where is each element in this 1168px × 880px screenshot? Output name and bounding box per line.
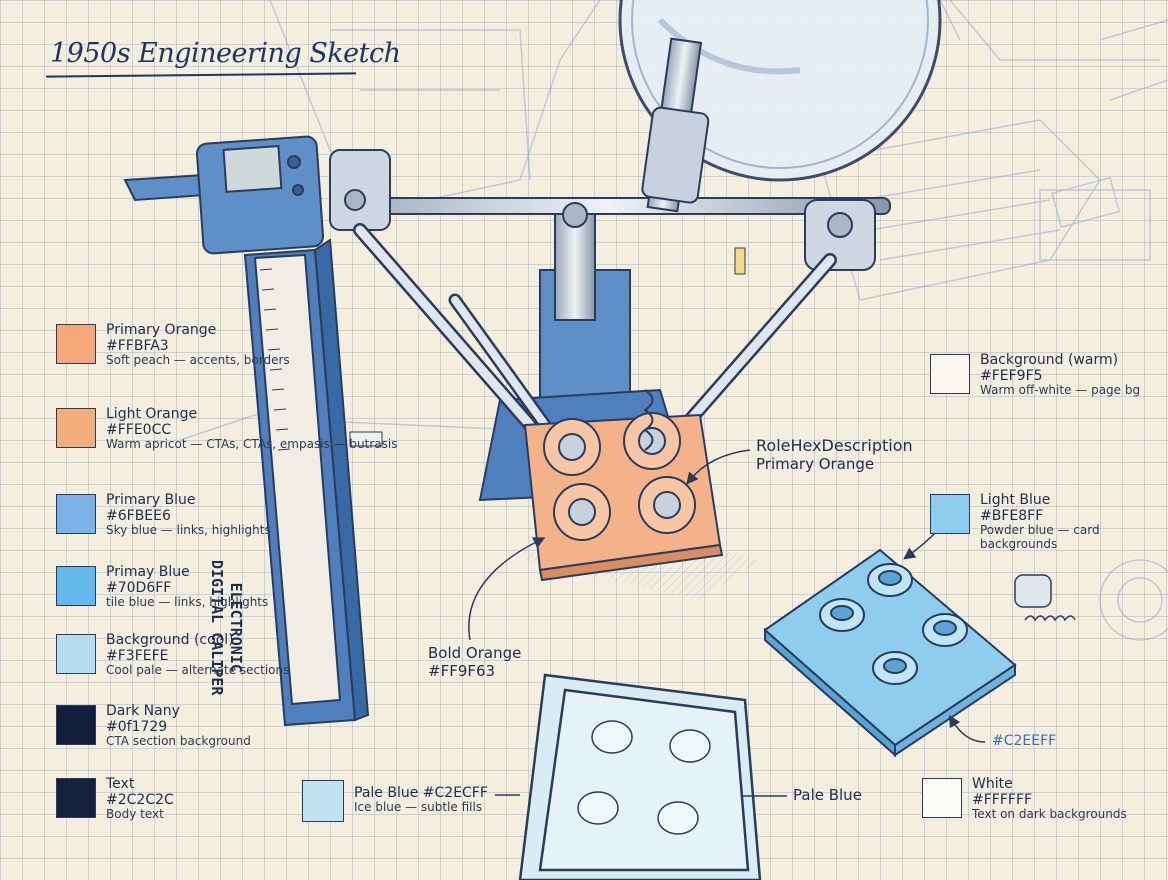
color-chip [56, 778, 96, 818]
color-chip [56, 634, 96, 674]
swatch-hex: #70D6FF [106, 580, 172, 597]
swatch-description: Warm apricot — CTAs, CTAs, empasis — but… [106, 437, 398, 452]
color-chip [56, 566, 96, 606]
swatch-hex: #FFFFFF [972, 792, 1033, 809]
swatch-hex: #FFBFA3 [106, 338, 169, 355]
swatch-description: Text on dark backgrounds [972, 807, 1127, 822]
blue-plate [763, 548, 1017, 758]
swatch-description: Body text [106, 807, 164, 822]
blue-plate-hex-annotation: #C2EEFF [992, 733, 1057, 749]
swatch-hex: #BFE8FF [980, 508, 1044, 525]
swatch-name: Light Blue [980, 492, 1051, 508]
bold-orange-hex: #FF9F63 [428, 662, 496, 680]
swatch-name: Light Orange [106, 406, 198, 422]
color-chip [56, 494, 96, 534]
swatch-description: Warm off-white — page bg [980, 383, 1141, 398]
swatch-name: Background (cool) [106, 632, 234, 648]
swatch-name: White [972, 776, 1013, 792]
bold-orange-annotation: Bold Orange #FF9F63 [428, 644, 521, 680]
swatch-name: Primary Orange [106, 322, 217, 338]
pale-blue-name: Pale Blue #C2ECFF [354, 785, 488, 802]
spring-parts [349, 247, 1076, 622]
swatch-description: CTA section background [106, 734, 251, 749]
pale-blue-chip [302, 780, 344, 822]
color-chip [56, 408, 96, 448]
swatch-name: Primay Blue [106, 564, 190, 580]
swatch-description: tile blue — links, highlights [106, 595, 269, 610]
swatch-hex: #6FBEE6 [106, 508, 171, 525]
swatch-name: Text [106, 776, 135, 792]
swatch-hex: #FFE0CC [106, 422, 172, 439]
swatch-hex: #2C2C2C [106, 792, 174, 809]
caliper [123, 135, 370, 727]
bold-orange-name: Bold Orange [428, 644, 522, 662]
swatch-description: Soft peach — accents, borders [106, 353, 290, 368]
swatch-description: Sky blue — links, highlights [106, 523, 271, 538]
color-chip [930, 354, 970, 394]
color-chip [930, 494, 970, 534]
swatch-hex: #F3FEFE [106, 648, 169, 665]
color-chip [922, 778, 962, 818]
swatch-hex: #0f1729 [106, 719, 168, 736]
clear-tray [518, 673, 762, 880]
color-chip [56, 324, 96, 364]
pale-blue-description: Ice blue — subtle fills [354, 800, 483, 815]
sketch-title: 1950s Engineering Sketch [50, 38, 401, 69]
swatch-description: Cool pale — alternate sections [106, 663, 290, 678]
pale-blue-label: Pale Blue [793, 786, 862, 804]
swatch-hex: #FEF9F5 [980, 368, 1043, 385]
swatch-name: Dark Nany [106, 703, 180, 719]
color-chip [56, 705, 96, 745]
pale-blue-swatch: Pale Blue #C2ECFF Ice blue — subtle fill… [302, 778, 488, 822]
swatch-description: Powder blue — card backgrounds [980, 523, 1100, 551]
role-value: Primary Orange [756, 455, 875, 474]
orange-plate [523, 389, 724, 582]
swatch-name: Background (warm) [980, 352, 1119, 368]
pale-blue-annotation: Pale Blue [793, 786, 862, 804]
role-annotation: RoleHexDescription Primary Orange [756, 436, 913, 473]
swatch-name: Primary Blue [106, 492, 196, 508]
role-header: RoleHexDescription [756, 436, 913, 455]
